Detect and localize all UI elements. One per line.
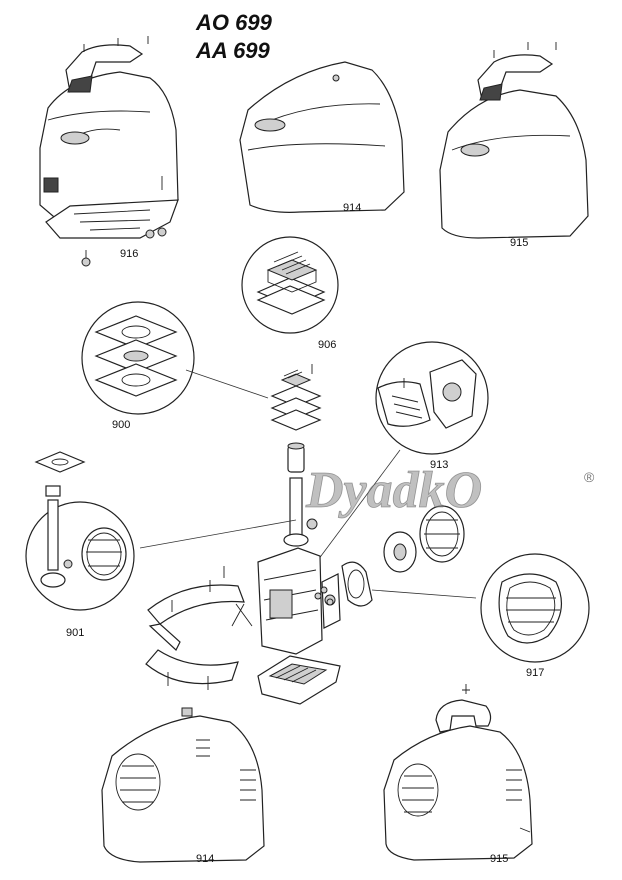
callout-901: 901 — [66, 627, 84, 639]
drive-components — [320, 505, 477, 607]
part-900-gasket-detail — [81, 301, 269, 415]
part-916-cover-assembly — [39, 36, 179, 267]
callout-914-bottom: 914 — [196, 853, 214, 865]
callout-916: 916 — [120, 248, 138, 260]
part-915-cover-bottom — [383, 684, 533, 861]
part-913-motor-detail — [317, 341, 489, 561]
callout-915-top: 915 — [510, 237, 528, 249]
registered-mark: ® — [584, 469, 595, 485]
central-valve-stack — [139, 364, 322, 549]
callout-917: 917 — [526, 667, 544, 679]
watermark: DyadkO ® — [305, 462, 595, 520]
watermark-logo: DyadkO — [305, 462, 482, 519]
callout-914-top: 914 — [343, 202, 361, 214]
part-914-cover-top — [239, 61, 405, 213]
part-917-belt-detail — [480, 553, 590, 663]
callout-915-bottom: 915 — [490, 853, 508, 865]
model-title-aa: AA 699 — [196, 38, 270, 63]
callout-906: 906 — [318, 339, 336, 351]
callout-913: 913 — [430, 459, 448, 471]
model-title-ao: AO 699 — [196, 10, 272, 35]
part-915-cover-top — [439, 42, 589, 239]
base-plate — [257, 655, 341, 705]
motor-shell — [145, 566, 253, 690]
part-906-valve-detail — [241, 236, 339, 334]
part-914-cover-bottom — [101, 707, 265, 863]
callout-900: 900 — [112, 419, 130, 431]
part-901-rod-detail — [25, 451, 135, 611]
